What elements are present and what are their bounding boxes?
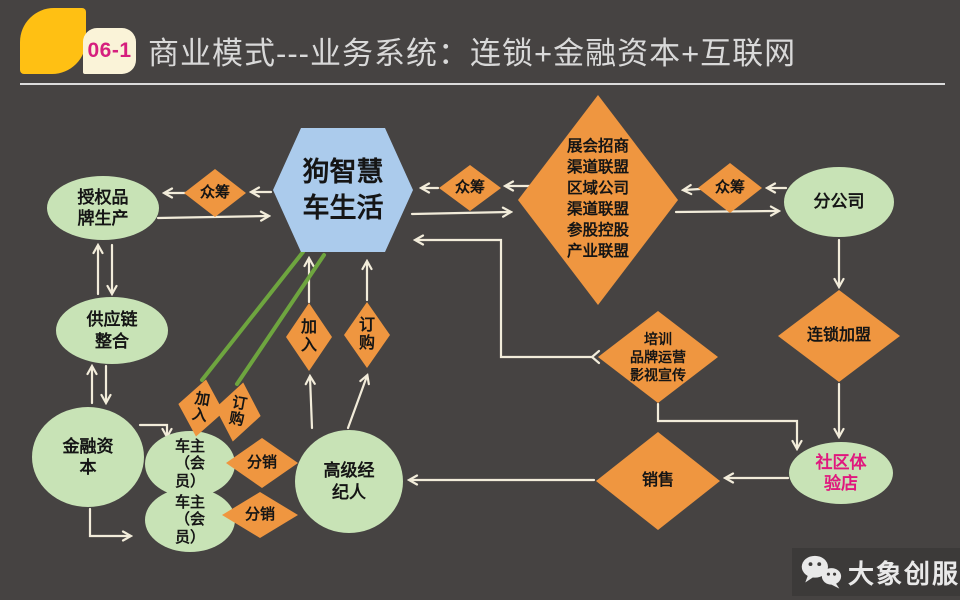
node-community-store: 社区体 验店 [789, 442, 893, 504]
node-branch-company: 分公司 [784, 167, 894, 237]
node-owner-member-2: 车主 （会 员） [145, 488, 235, 552]
arrow-capital-to-owner1 [138, 423, 167, 436]
arrow-broker-to-join [310, 377, 312, 430]
node-owner-member-1: 车主 （会 员） [145, 431, 235, 497]
node-dog-smart-car-life: 狗智慧 车生活 [273, 128, 413, 252]
arrow-crowdfund-right-to-alliance [684, 189, 702, 190]
node-supply-chain: 供应链 整合 [56, 297, 168, 364]
watermark-brand: 大象创服 [847, 558, 960, 589]
node-authorized-brand: 授权品 牌生产 [47, 176, 159, 240]
green-link-hex-to-order [235, 253, 326, 386]
node-senior-broker: 高级经 纪人 [295, 430, 403, 533]
arrow-brand-to-hex [156, 216, 268, 218]
section-badge-label: 06-1 [87, 39, 132, 62]
green-link-hex-to-join [200, 250, 305, 382]
arrow-training-to-hex [416, 240, 594, 359]
wechat-icon [801, 555, 842, 589]
arrow-hex-to-alliance [410, 212, 510, 214]
arrow-chevron-training [590, 349, 601, 365]
arrow-broker-to-order [346, 376, 367, 430]
arrow-alliance-to-branch [674, 211, 778, 212]
section-badge: 06-1 [83, 28, 136, 74]
node-financial-capital: 金融资 本 [32, 407, 144, 507]
page-title: 商业模式---业务系统：连锁+金融资本+互联网 [148, 36, 797, 71]
arrow-training-to-store [656, 402, 797, 448]
title-divider [20, 83, 945, 85]
watermark: 大象创服 [792, 548, 960, 596]
leaf-logo [20, 8, 86, 74]
arrow-capital-to-owner2 [88, 507, 130, 536]
